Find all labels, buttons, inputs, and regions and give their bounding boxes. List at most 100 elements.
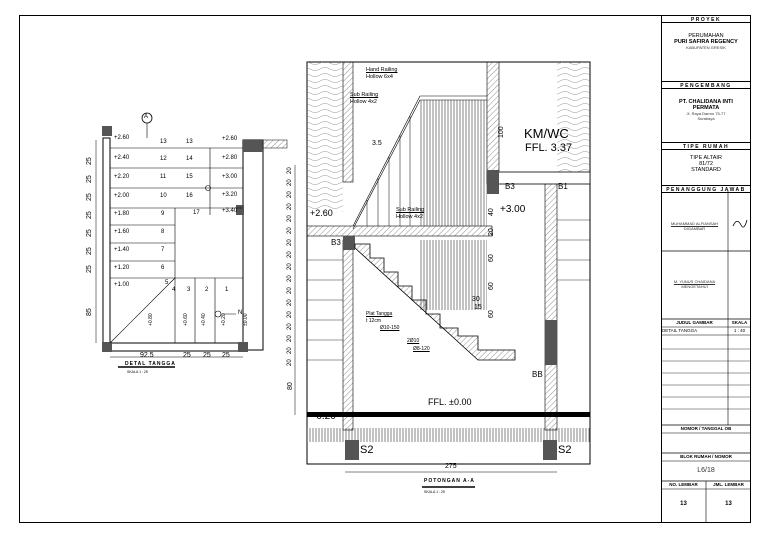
developer-line2: PERMATA	[692, 105, 720, 111]
nomor-tanggal-label: NOMOR / TANGGAL OB	[680, 426, 732, 431]
left-elev-4: +2.00	[114, 193, 130, 199]
landing-slab	[306, 225, 493, 237]
twenty-12: 20	[287, 299, 293, 306]
twenty-11: 20	[287, 287, 293, 294]
left-elev-5: +1.80	[114, 211, 130, 217]
twenty-17: 20	[287, 359, 293, 366]
left-step-13: 13	[160, 139, 167, 145]
hand-railing-1: Hand Railing	[366, 67, 398, 73]
twenty-13: 20	[287, 311, 293, 318]
tipe-block: TIPE ALTAIR 81/72 STANDARD	[661, 155, 751, 173]
wood-texture-right	[557, 62, 590, 180]
beam-b3-mid	[343, 236, 355, 250]
signer1-name: MUHAMMAD ALFIANSAH	[670, 221, 719, 226]
right-elev-1: +2.60	[222, 136, 238, 142]
jml-lembar-label: JML. LEMBAR	[713, 482, 744, 487]
project-location: KABUPATEN GRESIK	[686, 45, 726, 50]
beam-b3-top: B3	[505, 182, 515, 191]
plan-title: DETAL TANGGA	[125, 361, 176, 367]
no-lembar-value: 13	[680, 501, 687, 507]
twenty-1: 20	[287, 167, 293, 174]
beam-b1: B1	[558, 182, 568, 191]
signer1-role: DIGAMBAR	[683, 226, 706, 231]
signature-mark	[732, 219, 748, 228]
left-elev-8: +1.20	[114, 265, 130, 271]
plan-top-right-sill	[262, 139, 288, 149]
bottom-dim-2: 25	[183, 352, 191, 359]
twenty-9: 20	[287, 263, 293, 270]
level-minus020: -0.20	[313, 411, 336, 422]
dim-80: 80	[287, 382, 294, 390]
twenty-7: 20	[287, 239, 293, 246]
tipe-line2: 81/72	[699, 161, 713, 167]
sub-railing-top-2: Hollow 4x2	[350, 99, 377, 105]
right-step-17: 17	[193, 210, 200, 216]
signer1-block: MUHAMMAD ALFIANSAH DIGAMBAR	[661, 221, 728, 231]
wood-texture-left	[307, 62, 343, 212]
plat-tangga-1: Plat Tangga	[366, 311, 393, 317]
ffl-lower: FFL. ±0.00	[428, 397, 472, 407]
developer-address1: Jl. Raya Darmo 75-77	[686, 111, 726, 116]
twenty-14: 20	[287, 323, 293, 330]
pengembang-header: PENGEMBANG	[661, 81, 751, 89]
lower-balusters	[420, 240, 487, 310]
right-step-14: 14	[186, 156, 193, 162]
right-elev-3: +3.00	[222, 174, 238, 180]
beam-b3-mid-label: B3	[331, 238, 341, 247]
title-block: PROYEK PERUMAHAN PURI SAFIRA REGENCY KAB…	[661, 15, 751, 523]
dim-15: 15	[474, 304, 482, 311]
bottom-dim-3: 25	[203, 352, 211, 359]
left-step-8: 8	[161, 229, 165, 235]
plan-scale: SKALA 1 : 25	[127, 370, 148, 374]
tipe-line1: TIPE ALTAIR	[690, 155, 722, 161]
judul-value: DETAIL TANGGA	[662, 328, 698, 333]
left-elev-1: +2.60	[114, 135, 130, 141]
twenty-8: 20	[287, 251, 293, 258]
judul-label: JUDUL GAMBAR	[676, 320, 713, 325]
dim-20: 20	[488, 228, 495, 236]
sloof-right-label: S2	[558, 444, 572, 456]
lower-landing-col	[545, 320, 557, 365]
left-elev-9: +1.00	[114, 282, 130, 288]
dim-100: 100	[498, 126, 505, 138]
right-elev-5: +3.40	[222, 208, 238, 214]
sub-railing-mid-1: Sub Railing	[396, 207, 425, 213]
left-step-6: 6	[161, 265, 165, 271]
plat-tangga-2: t 12cm	[366, 318, 382, 324]
plat-tangga-3: Ø10-150	[380, 325, 400, 331]
tulangan-1: 2Ø10	[407, 338, 420, 344]
left-step-9: 9	[161, 211, 165, 217]
blok-label: BLOK RUMAH / NOMOR	[680, 454, 732, 459]
section-frame	[306, 61, 591, 465]
dim-60c: 60	[488, 310, 495, 318]
pj-header: PENANGGUNG JAWAB	[661, 185, 751, 193]
proyek-header: PROYEK	[661, 15, 751, 23]
blok-value: L6/18	[697, 467, 715, 474]
twenty-4: 20	[287, 203, 293, 210]
dim-60a: 60	[488, 254, 495, 262]
plan-tl-column	[102, 126, 112, 136]
skala-value: 1 : 40	[733, 328, 746, 333]
lower-stair-flight	[354, 243, 516, 361]
left-elev-7: +1.40	[114, 247, 130, 253]
hand-railing-2: Hollow 6x4	[366, 74, 393, 80]
signer2-role: MENGETAHUI	[681, 284, 708, 289]
left-elev-6: +1.60	[114, 229, 130, 235]
twenty-3: 20	[287, 191, 293, 198]
left-step-7: 7	[161, 247, 165, 253]
left-step-12: 12	[160, 156, 167, 162]
twenty-15: 20	[287, 335, 293, 342]
project-block: PERUMAHAN PURI SAFIRA REGENCY KABUPATEN …	[661, 33, 751, 50]
sub-railing-top-1: Sub Railing	[350, 92, 379, 98]
ground-slab	[307, 412, 590, 417]
ground-hatch	[307, 428, 590, 442]
upper-balusters	[420, 100, 487, 226]
section-marker-label: A	[144, 114, 149, 120]
beam-bb: BB	[532, 370, 543, 379]
tipe-line3: STANDARD	[691, 167, 721, 173]
tipe-header: TIPE RUMAH	[661, 142, 751, 150]
north-label: N	[238, 310, 243, 316]
room-label: KM/WC	[524, 126, 569, 141]
left-step-5: 5	[165, 280, 169, 286]
